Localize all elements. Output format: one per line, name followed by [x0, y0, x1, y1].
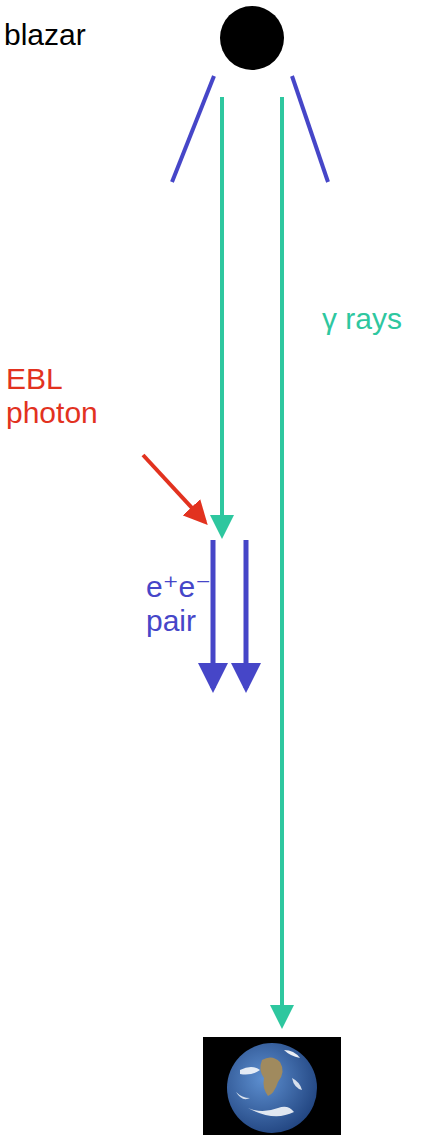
- gamma-ray-arrow: [220, 97, 224, 535]
- positron-arrow: [244, 540, 249, 688]
- jet-line: [172, 76, 214, 182]
- earth-image: [203, 1037, 341, 1135]
- gamma-label: γ rays: [322, 302, 424, 336]
- electron-arrow: [211, 540, 216, 688]
- gamma-ray-arrow: [280, 97, 284, 1025]
- blazar-core: [220, 6, 284, 70]
- source-label: blazar: [4, 18, 124, 52]
- pair-label: e⁺e⁻ pair: [146, 570, 208, 638]
- photon-label: EBL photon: [6, 362, 138, 430]
- photon-arrow: [143, 455, 205, 522]
- jet-line: [292, 76, 328, 182]
